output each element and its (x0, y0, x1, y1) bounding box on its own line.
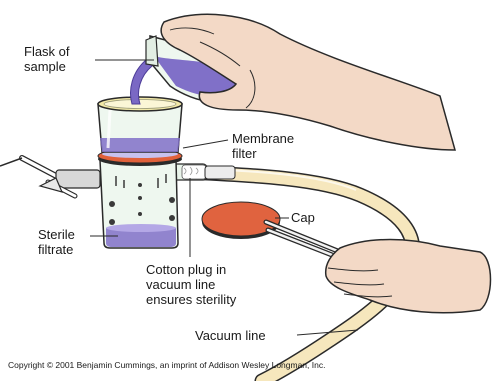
lower-hand (326, 240, 491, 313)
label-flask-of-sample: Flask of sample (24, 44, 70, 74)
clamp-stand (0, 158, 100, 196)
label-membrane-filter: Membrane filter (232, 131, 294, 161)
label-vacuum-line: Vacuum line (195, 328, 266, 343)
filter-funnel (98, 97, 182, 152)
label-cap: Cap (291, 210, 315, 225)
copyright-notice: Copyright © 2001 Benjamin Cummings, an i… (8, 360, 325, 370)
label-sterile-filtrate: Sterile filtrate (38, 227, 75, 257)
receiving-flask (100, 160, 178, 248)
label-cotton-plug: Cotton plug in vacuum line ensures steri… (146, 262, 236, 307)
